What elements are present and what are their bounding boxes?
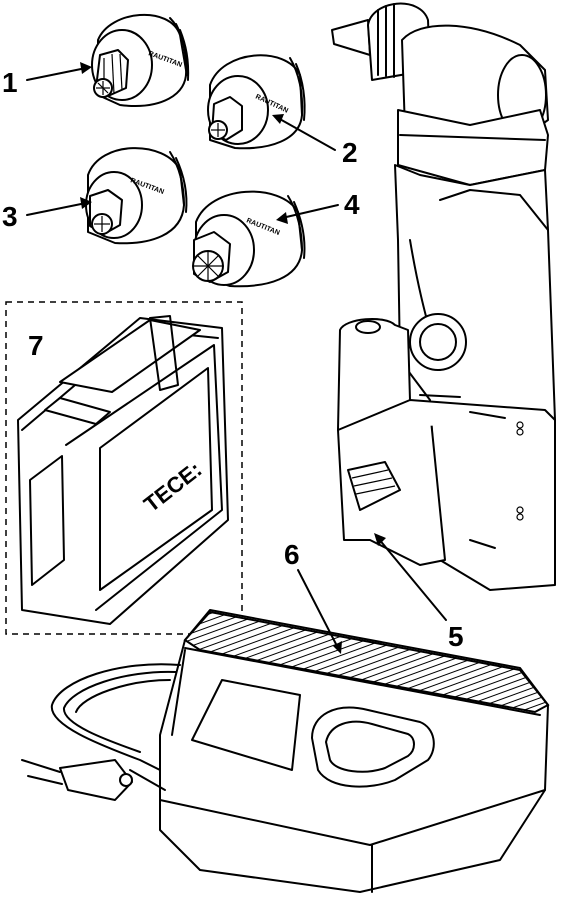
expansion-head-1: RAUTITAN	[91, 14, 190, 107]
callout-7: 7	[28, 330, 44, 361]
callout-4: 4	[344, 189, 360, 220]
expansion-head-2: RAUTITAN	[207, 54, 306, 150]
expansion-head-3: RAUTITAN	[85, 147, 188, 245]
callout-6: 6	[284, 539, 300, 570]
expansion-tool	[331, 2, 556, 591]
callout-1: 1	[2, 67, 18, 98]
expansion-head-4: RAUTITAN	[192, 190, 306, 288]
callout-2: 2	[342, 137, 358, 168]
leader-lines	[26, 62, 447, 654]
callout-5: 5	[448, 621, 464, 652]
callout-3: 3	[2, 201, 18, 232]
battery-charger	[21, 609, 550, 893]
case-dashed-frame	[5, 301, 243, 635]
carrying-case: TECE:	[17, 315, 229, 625]
